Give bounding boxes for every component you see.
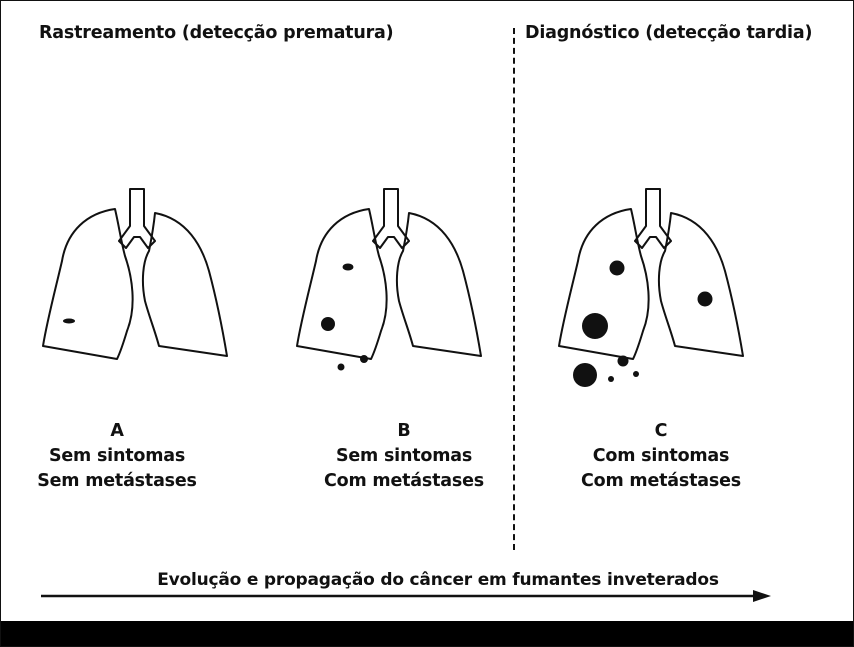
tumor <box>697 291 713 307</box>
metastases-label: Sem metástases <box>37 471 197 491</box>
tumor <box>321 317 335 331</box>
panel-letter: B <box>397 421 411 441</box>
caption-panel-a: A Sem sintomas Sem metástases <box>7 419 227 494</box>
right-lung-outline <box>141 212 228 357</box>
metastasis <box>608 376 614 382</box>
trachea <box>634 188 672 249</box>
caption-panel-c: C Com sintomas Com metástases <box>551 419 771 494</box>
metastasis <box>573 363 597 387</box>
tumor <box>582 313 608 339</box>
panel-letter: A <box>110 421 124 441</box>
tumor <box>609 260 625 276</box>
trachea <box>118 188 156 249</box>
panel-letter: C <box>654 421 668 441</box>
tumor <box>63 318 75 324</box>
trachea <box>372 188 410 249</box>
tumor <box>342 263 354 271</box>
footer-bar <box>1 621 853 646</box>
metastasis <box>337 363 345 371</box>
lung-diagram-a <box>42 188 228 360</box>
lung-diagram-b <box>296 188 482 371</box>
symptoms-label: Com sintomas <box>592 446 730 466</box>
metastasis <box>633 371 639 377</box>
lung-diagram-c <box>558 188 744 387</box>
metastases-label: Com metástases <box>324 471 484 491</box>
stage-divider <box>513 28 515 550</box>
right-lung-outline <box>395 212 482 357</box>
left-lung-outline <box>42 208 134 360</box>
timeline-arrow <box>41 590 771 602</box>
caption-panel-b: B Sem sintomas Com metástases <box>294 419 514 494</box>
symptoms-label: Sem sintomas <box>48 446 186 466</box>
left-lung-outline <box>296 208 388 360</box>
heading-diagnosis: Diagnóstico (detecção tardia) <box>525 23 813 43</box>
metastasis <box>360 355 368 363</box>
left-lung-outline <box>558 208 650 360</box>
heading-screening: Rastreamento (detecção prematura) <box>39 23 394 43</box>
timeline-label: Evolução e propagação do câncer em fuman… <box>157 570 719 590</box>
symptoms-label: Sem sintomas <box>335 446 473 466</box>
right-lung-outline <box>657 212 744 357</box>
metastasis <box>617 355 629 367</box>
metastases-label: Com metástases <box>581 471 741 491</box>
